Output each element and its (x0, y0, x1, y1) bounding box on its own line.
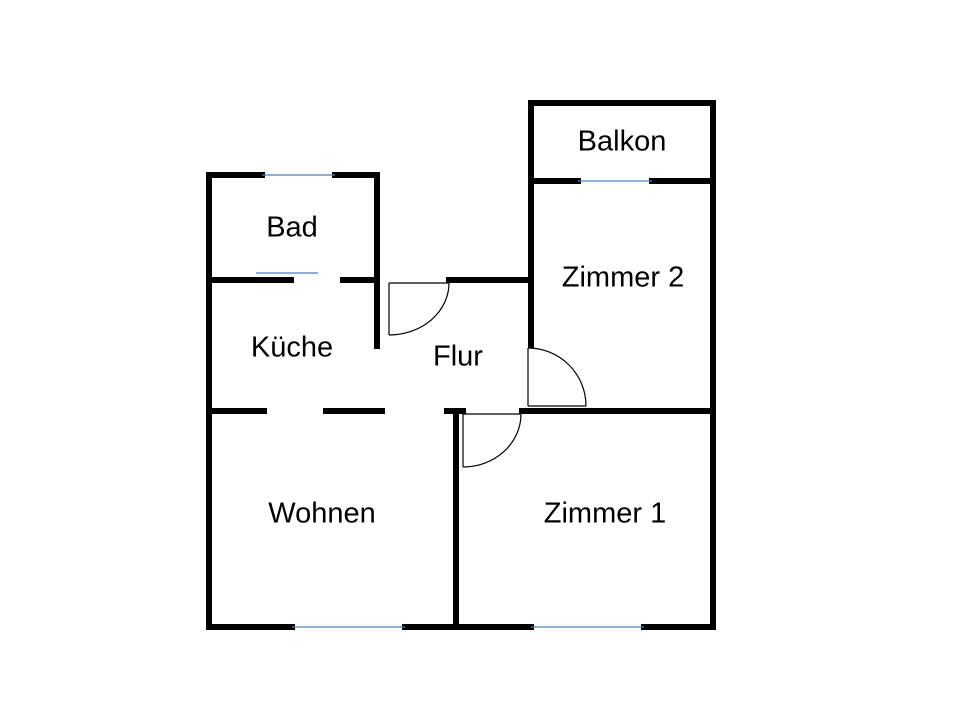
door-zimmer1 (462, 413, 522, 468)
label-wohnen: Wohnen (268, 498, 376, 530)
label-zimmer1: Zimmer 1 (544, 498, 666, 530)
door-bad (388, 282, 450, 336)
doors (388, 282, 587, 468)
door-zimmer2 (527, 347, 587, 407)
label-bad: Bad (266, 212, 318, 244)
walls (206, 100, 716, 630)
label-flur: Flur (433, 341, 483, 373)
room-labels: Balkon Bad Zimmer 2 Küche Flur Wohnen Zi… (251, 126, 684, 530)
label-kueche: Küche (251, 332, 333, 364)
label-balkon: Balkon (578, 126, 667, 158)
label-zimmer2: Zimmer 2 (562, 262, 684, 294)
windows (256, 174, 652, 628)
